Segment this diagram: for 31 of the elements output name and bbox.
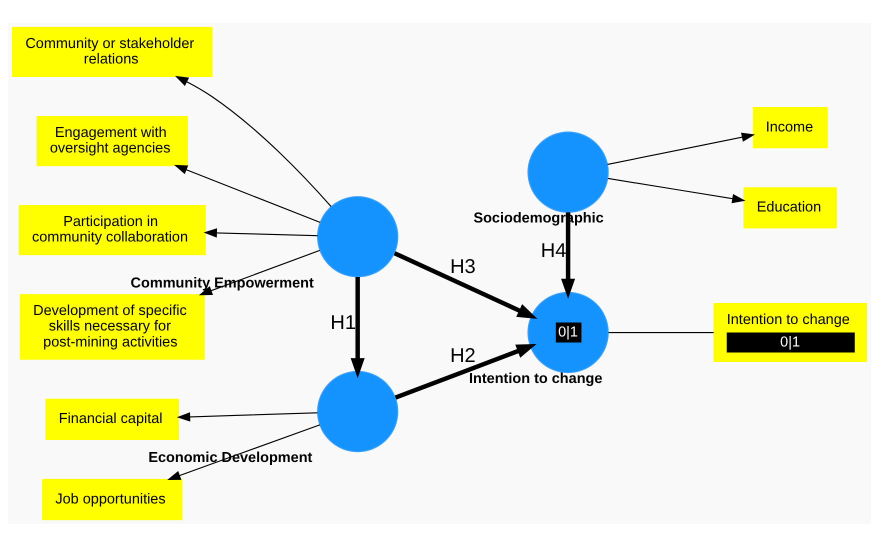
node-circle: 0|1 — [527, 292, 609, 374]
node-box: Income — [752, 107, 828, 148]
node-circle — [527, 132, 609, 213]
node-circle — [317, 196, 398, 278]
node-box: Job opportunities — [42, 478, 182, 520]
arrow — [204, 228, 318, 238]
arrow — [167, 424, 320, 480]
node-box: Participation in community collaboration — [18, 205, 206, 256]
arrow — [174, 164, 320, 223]
arrow — [608, 178, 746, 204]
arrow — [394, 344, 537, 400]
node-box: Community or stakeholder relations — [12, 26, 212, 77]
edge-label: H2 — [450, 344, 476, 367]
node-box: Financial capital — [45, 398, 179, 440]
arrow — [607, 132, 756, 165]
edge-label: H3 — [450, 256, 476, 278]
arrow — [561, 212, 576, 299]
node-box: Development of specific skills necessary for post-mining activities — [20, 294, 205, 360]
arrow — [394, 251, 538, 319]
connector — [608, 332, 714, 334]
node-circle — [317, 370, 398, 452]
node-label: Economic Development — [148, 450, 312, 466]
node-box: Engagement with oversight agencies — [36, 116, 188, 166]
node-box: Intention to change 0|1 — [713, 303, 868, 362]
node-label: Intention to change — [469, 371, 602, 388]
arrow — [175, 76, 332, 207]
edge-label: H1 — [330, 312, 356, 334]
arrow — [350, 276, 365, 378]
node-box: Education — [743, 187, 837, 228]
arrow — [176, 412, 318, 422]
edge-label: H4 — [540, 240, 566, 262]
